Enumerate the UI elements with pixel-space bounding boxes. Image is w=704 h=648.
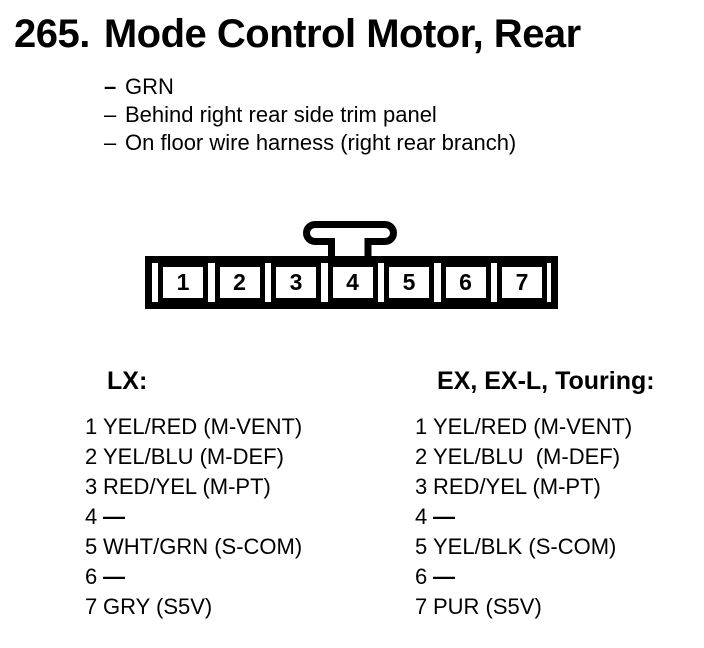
pin-wire-label: YEL/RED (M-VENT): [433, 414, 633, 439]
pin-wire-label: —: [103, 504, 125, 529]
pin-number: 6: [415, 564, 428, 589]
pin-wire-label: —: [103, 564, 125, 589]
pin-wire-label: YEL/RED (M-VENT): [103, 414, 303, 439]
pinout-column-lx: LX: 1 YEL/RED (M-VENT) 2 YEL/BLU (M-DEF)…: [85, 366, 405, 622]
pinout-row: 1 YEL/RED (M-VENT): [415, 412, 704, 442]
pin-wire-label: WHT/GRN (S-COM): [103, 534, 303, 559]
pin-number: 3: [415, 474, 428, 499]
pinout-heading-lx: LX:: [107, 367, 148, 395]
pin-wire-label: RED/YEL (M-PT): [433, 474, 601, 499]
pinout-row: 5 YEL/BLK (S-COM): [415, 532, 704, 562]
pin-number: 5: [415, 534, 428, 559]
connector-pin-cell-1: 1: [158, 262, 208, 303]
pin-wire-label: PUR (S5V): [433, 594, 542, 619]
pinout-row: 1 YEL/RED (M-VENT): [85, 412, 405, 442]
pin-number: 6: [85, 564, 98, 589]
pin-number: 7: [415, 594, 428, 619]
pinout-rows-lx: 1 YEL/RED (M-VENT) 2 YEL/BLU (M-DEF) 3 R…: [85, 412, 405, 622]
pinout-row: 6 —: [415, 562, 704, 592]
pinout-rows-ex: 1 YEL/RED (M-VENT) 2 YEL/BLU (M-DEF) 3 R…: [415, 412, 704, 622]
page-title: 265. Mode Control Motor, Rear: [14, 12, 581, 57]
pinout-row: 3 RED/YEL (M-PT): [85, 472, 405, 502]
pinout-row: 5 WHT/GRN (S-COM): [85, 532, 405, 562]
connector-pin-cell-2: 2: [214, 262, 265, 303]
note-line: – On floor wire harness (right rear bran…: [104, 129, 516, 157]
pin-number: 1: [85, 414, 98, 439]
connector-pin-cell-5: 5: [384, 262, 434, 303]
note-dash: –: [104, 74, 117, 99]
pinout-row: 4 —: [415, 502, 704, 532]
pin-number: 2: [415, 444, 428, 469]
connector-pin-cell-7: 7: [497, 262, 547, 303]
location-notes: – GRN – Behind right rear side trim pane…: [104, 73, 516, 157]
pin-number: 2: [85, 444, 98, 469]
figure-title: Mode Control Motor, Rear: [103, 12, 581, 56]
pinout-row: 7 PUR (S5V): [415, 592, 704, 622]
pin-number: 7: [85, 594, 98, 619]
note-text: On floor wire harness (right rear branch…: [125, 130, 517, 155]
pin-wire-label: YEL/BLU (M-DEF): [103, 444, 284, 469]
figure-number: 265.: [14, 12, 90, 56]
connector-pin-row: 1 2 3 4 5 6 7: [158, 262, 547, 303]
note-dash: –: [104, 130, 117, 155]
connector-diagram: 1 2 3 4 5 6 7: [140, 202, 570, 317]
connector-pin-cell-3: 3: [271, 262, 321, 303]
pin-number: 4: [85, 504, 98, 529]
connector-latch-tab: [303, 221, 397, 260]
pin-number: 3: [85, 474, 98, 499]
pinout-row: 6 —: [85, 562, 405, 592]
pinout-row: 2 YEL/BLU (M-DEF): [85, 442, 405, 472]
pinout-row: 4 —: [85, 502, 405, 532]
pinout-column-ex: EX, EX-L, Touring: 1 YEL/RED (M-VENT) 2 …: [415, 366, 704, 622]
pin-wire-label: YEL/BLU (M-DEF): [433, 444, 621, 469]
pinout-row: 3 RED/YEL (M-PT): [415, 472, 704, 502]
note-line: – Behind right rear side trim panel: [104, 101, 516, 129]
pin-wire-label: —: [433, 564, 455, 589]
note-line: – GRN: [104, 73, 516, 101]
connector-pin-cell-4: 4: [327, 262, 378, 303]
pinout-row: 7 GRY (S5V): [85, 592, 405, 622]
pin-number: 1: [415, 414, 428, 439]
pin-wire-label: —: [433, 504, 455, 529]
pin-number: 4: [415, 504, 428, 529]
pinout-row: 2 YEL/BLU (M-DEF): [415, 442, 704, 472]
connector-pin-cell-6: 6: [440, 262, 491, 303]
pin-wire-label: GRY (S5V): [103, 594, 213, 619]
pin-wire-label: RED/YEL (M-PT): [103, 474, 271, 499]
pinout-heading-ex: EX, EX-L, Touring:: [437, 367, 655, 395]
pin-number: 5: [85, 534, 98, 559]
note-dash: –: [104, 102, 117, 127]
note-text: Behind right rear side trim panel: [125, 102, 437, 127]
note-text: GRN: [125, 74, 174, 99]
pin-wire-label: YEL/BLK (S-COM): [433, 534, 617, 559]
